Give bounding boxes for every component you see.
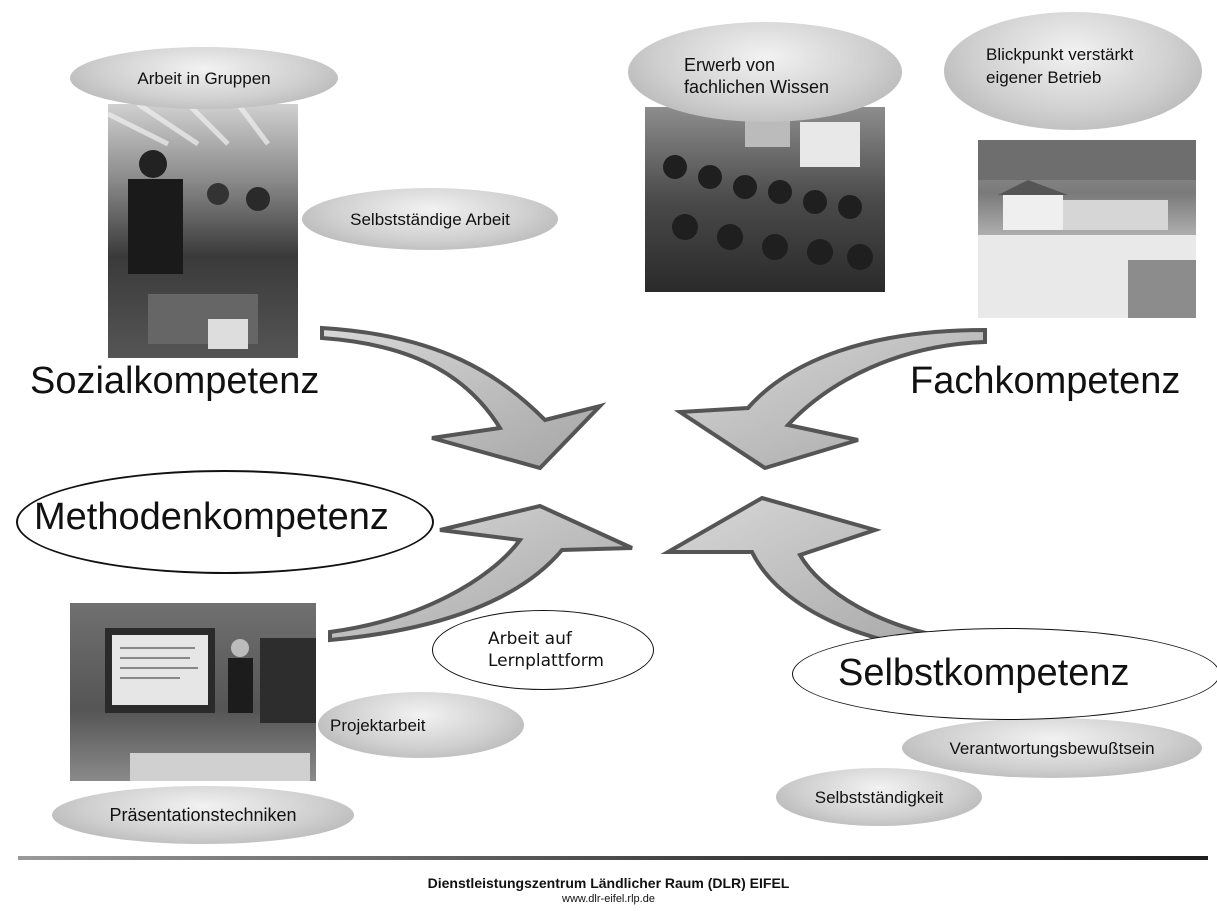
ellipse-lernplattform: Arbeit auf Lernplattform xyxy=(432,610,654,690)
bubble-selbststaendige-arbeit-label: Selbstständige Arbeit xyxy=(350,209,510,229)
bubble-selbststaendigkeit-label: Selbstständigkeit xyxy=(814,787,944,807)
label-selbstkompetenz: Selbstkompetenz xyxy=(838,652,1130,694)
photo-presentation xyxy=(70,603,316,781)
bubble-selbststaendige-arbeit: Selbstständige Arbeit xyxy=(302,188,558,250)
arrow-fach xyxy=(673,327,987,471)
bubble-blickpunkt: Blickpunkt verstärkt eigener Betrieb xyxy=(944,12,1202,130)
bubble-projektarbeit: Projektarbeit xyxy=(318,692,524,758)
lernplattform-line2: Lernplattform xyxy=(488,651,604,671)
arrow-sozial xyxy=(320,325,607,471)
bubble-praesentation-label: Präsentationstechniken xyxy=(109,804,297,825)
arrow-methoden xyxy=(328,503,633,643)
bubble-verantwortung-label: Verantwortungsbewußtsein xyxy=(949,738,1155,758)
bubble-arbeit-in-gruppen: Arbeit in Gruppen xyxy=(70,47,338,109)
label-fachkompetenz: Fachkompetenz xyxy=(910,360,1181,402)
lernplattform-line1: Arbeit auf xyxy=(488,629,572,649)
photo-farm-building xyxy=(978,140,1196,318)
bubble-blickpunkt-line1: Blickpunkt verstärkt xyxy=(986,45,1134,64)
label-methodenkompetenz: Methodenkompetenz xyxy=(34,496,389,538)
bubble-praesentation: Präsentationstechniken xyxy=(52,786,354,844)
arrow-selbst xyxy=(660,495,967,655)
bubble-verantwortung: Verantwortungsbewußtsein xyxy=(902,718,1202,778)
bubble-selbststaendigkeit: Selbstständigkeit xyxy=(776,768,982,826)
bubble-erwerb-line2: fachlichen Wissen xyxy=(684,77,830,97)
label-sozialkompetenz: Sozialkompetenz xyxy=(30,360,320,402)
bubble-blickpunkt-line2: eigener Betrieb xyxy=(986,68,1102,87)
bubble-projektarbeit-label: Projektarbeit xyxy=(330,715,426,735)
ellipse-methodenkompetenz xyxy=(16,470,434,574)
photo-lecture-hall xyxy=(645,107,885,292)
bubble-erwerb-line1: Erwerb von xyxy=(684,55,776,75)
footer-rule xyxy=(18,856,1208,860)
photo-group-work xyxy=(108,104,298,358)
bubble-arbeit-in-gruppen-label: Arbeit in Gruppen xyxy=(137,68,271,88)
ellipse-selbstkompetenz xyxy=(792,628,1217,720)
bubble-erwerb-wissen: Erwerb von fachlichen Wissen xyxy=(628,22,902,122)
footer-title: Dienstleistungszentrum Ländlicher Raum (… xyxy=(427,875,790,891)
footer-url: www.dlr-eifel.rlp.de xyxy=(562,893,655,905)
